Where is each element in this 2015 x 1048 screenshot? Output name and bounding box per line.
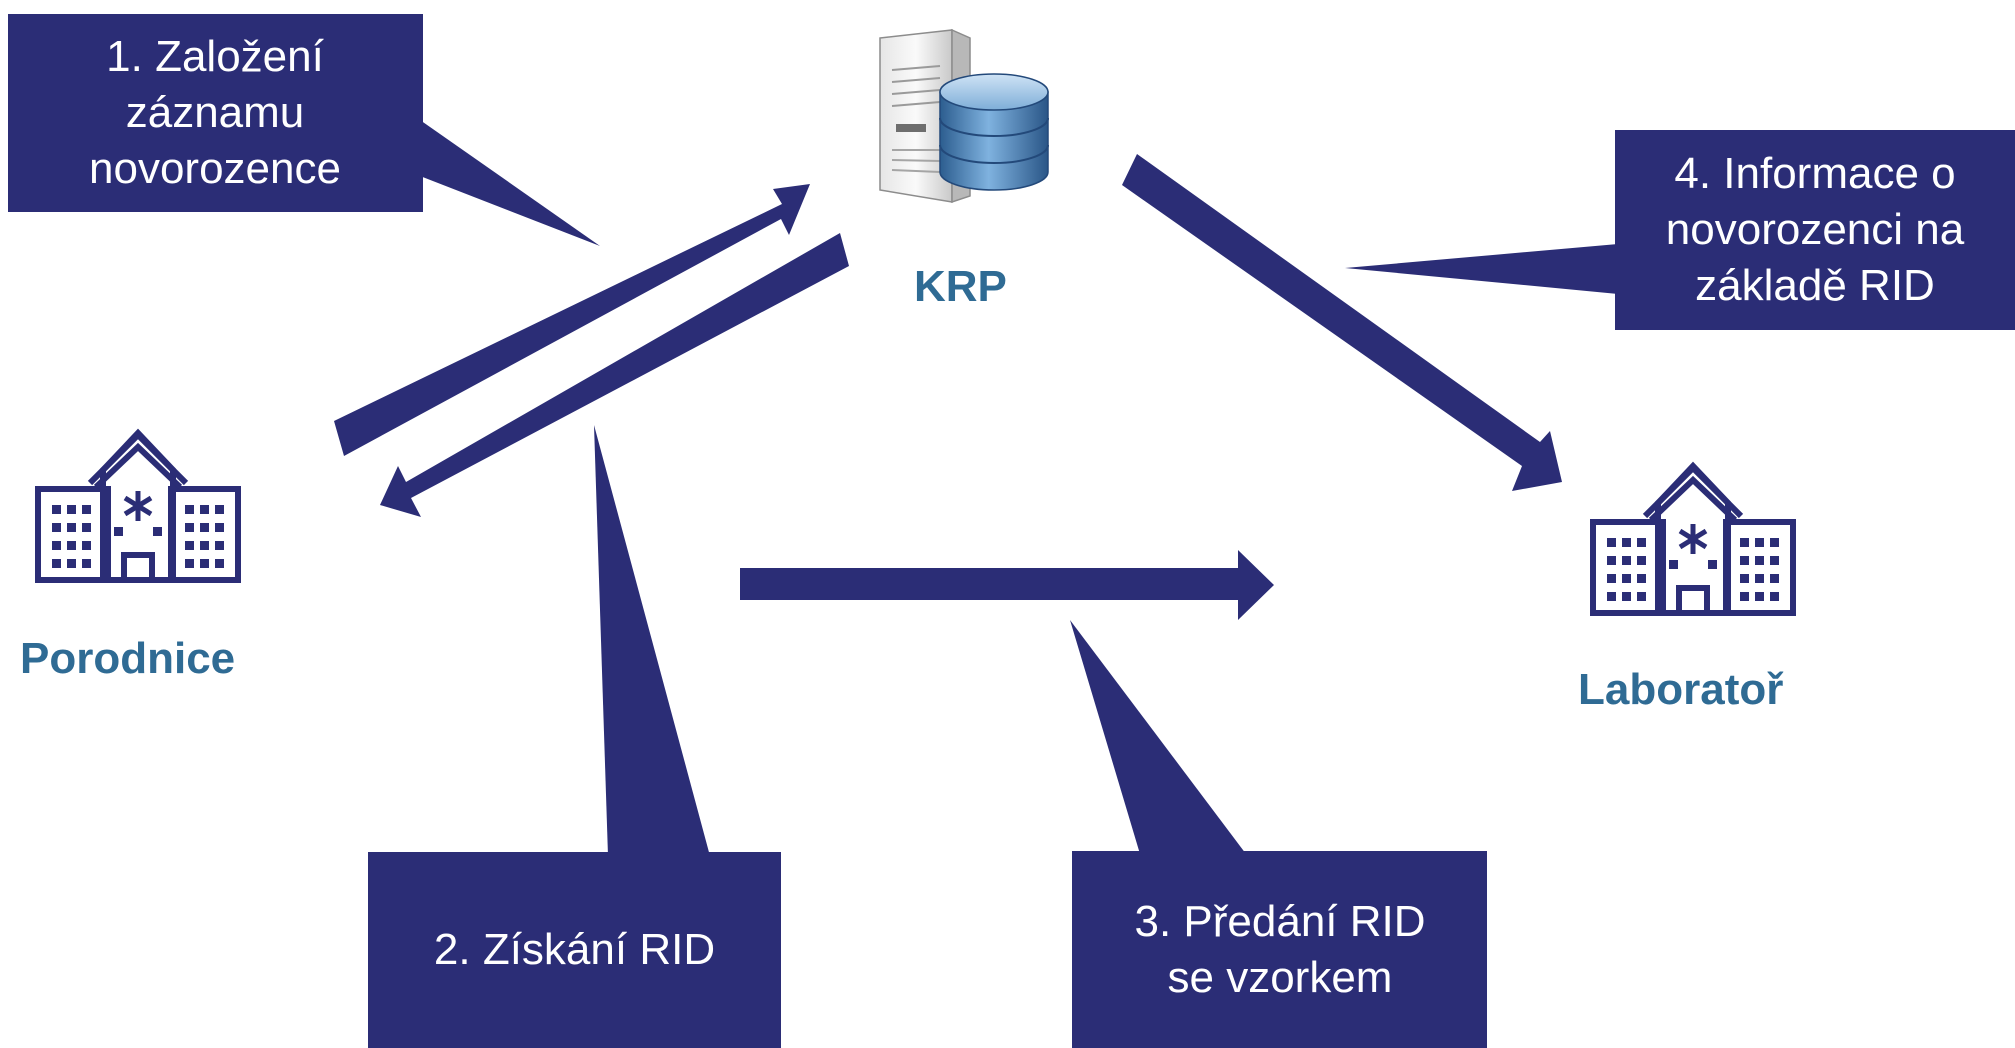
hospital-icon (1590, 461, 1796, 616)
step-4-text: 4. Informace o novorozenci na základě RI… (1665, 149, 1965, 310)
step-2-text: 2. Získání RID (433, 925, 716, 974)
step-3-text: 3. Předání RID se vzorkem (1134, 896, 1426, 1002)
server-label: KRP (914, 262, 1007, 311)
arrow-krp-to-maternity (380, 233, 849, 517)
step-1-text: 1. Založení záznamu novorozence (89, 32, 341, 193)
laboratory-label: Laboratoř (1578, 665, 1784, 714)
arrow-maternity-to-laboratory (740, 550, 1274, 620)
callout-step-4 (1345, 130, 2015, 330)
callout-step-3 (1070, 620, 1487, 1048)
callout-step-2 (368, 425, 781, 1048)
arrow-maternity-to-krp (334, 184, 810, 456)
arrow-krp-to-laboratory (1122, 154, 1562, 491)
maternity-label: Porodnice (20, 634, 236, 683)
hospital-icon (35, 428, 241, 583)
server-database-icon (879, 28, 1049, 204)
callout-step-1 (8, 14, 600, 246)
